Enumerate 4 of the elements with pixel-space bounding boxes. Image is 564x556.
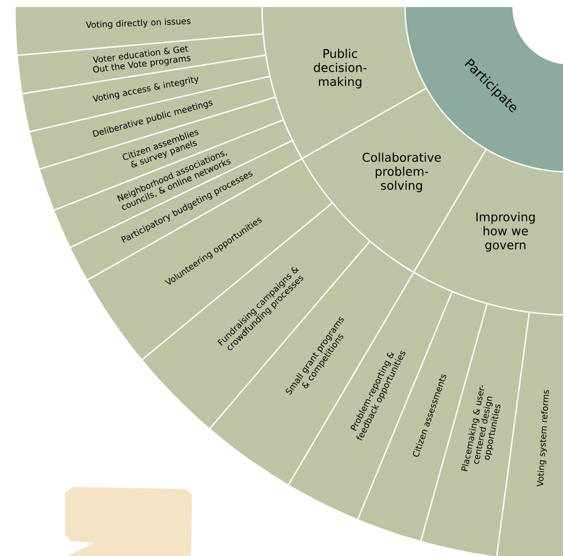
node-label: Voting directly on issues — [86, 18, 190, 29]
node-label: Voting system reforms — [536, 390, 549, 486]
node-label: Public decision-making — [314, 48, 366, 88]
note-shape — [65, 487, 192, 556]
